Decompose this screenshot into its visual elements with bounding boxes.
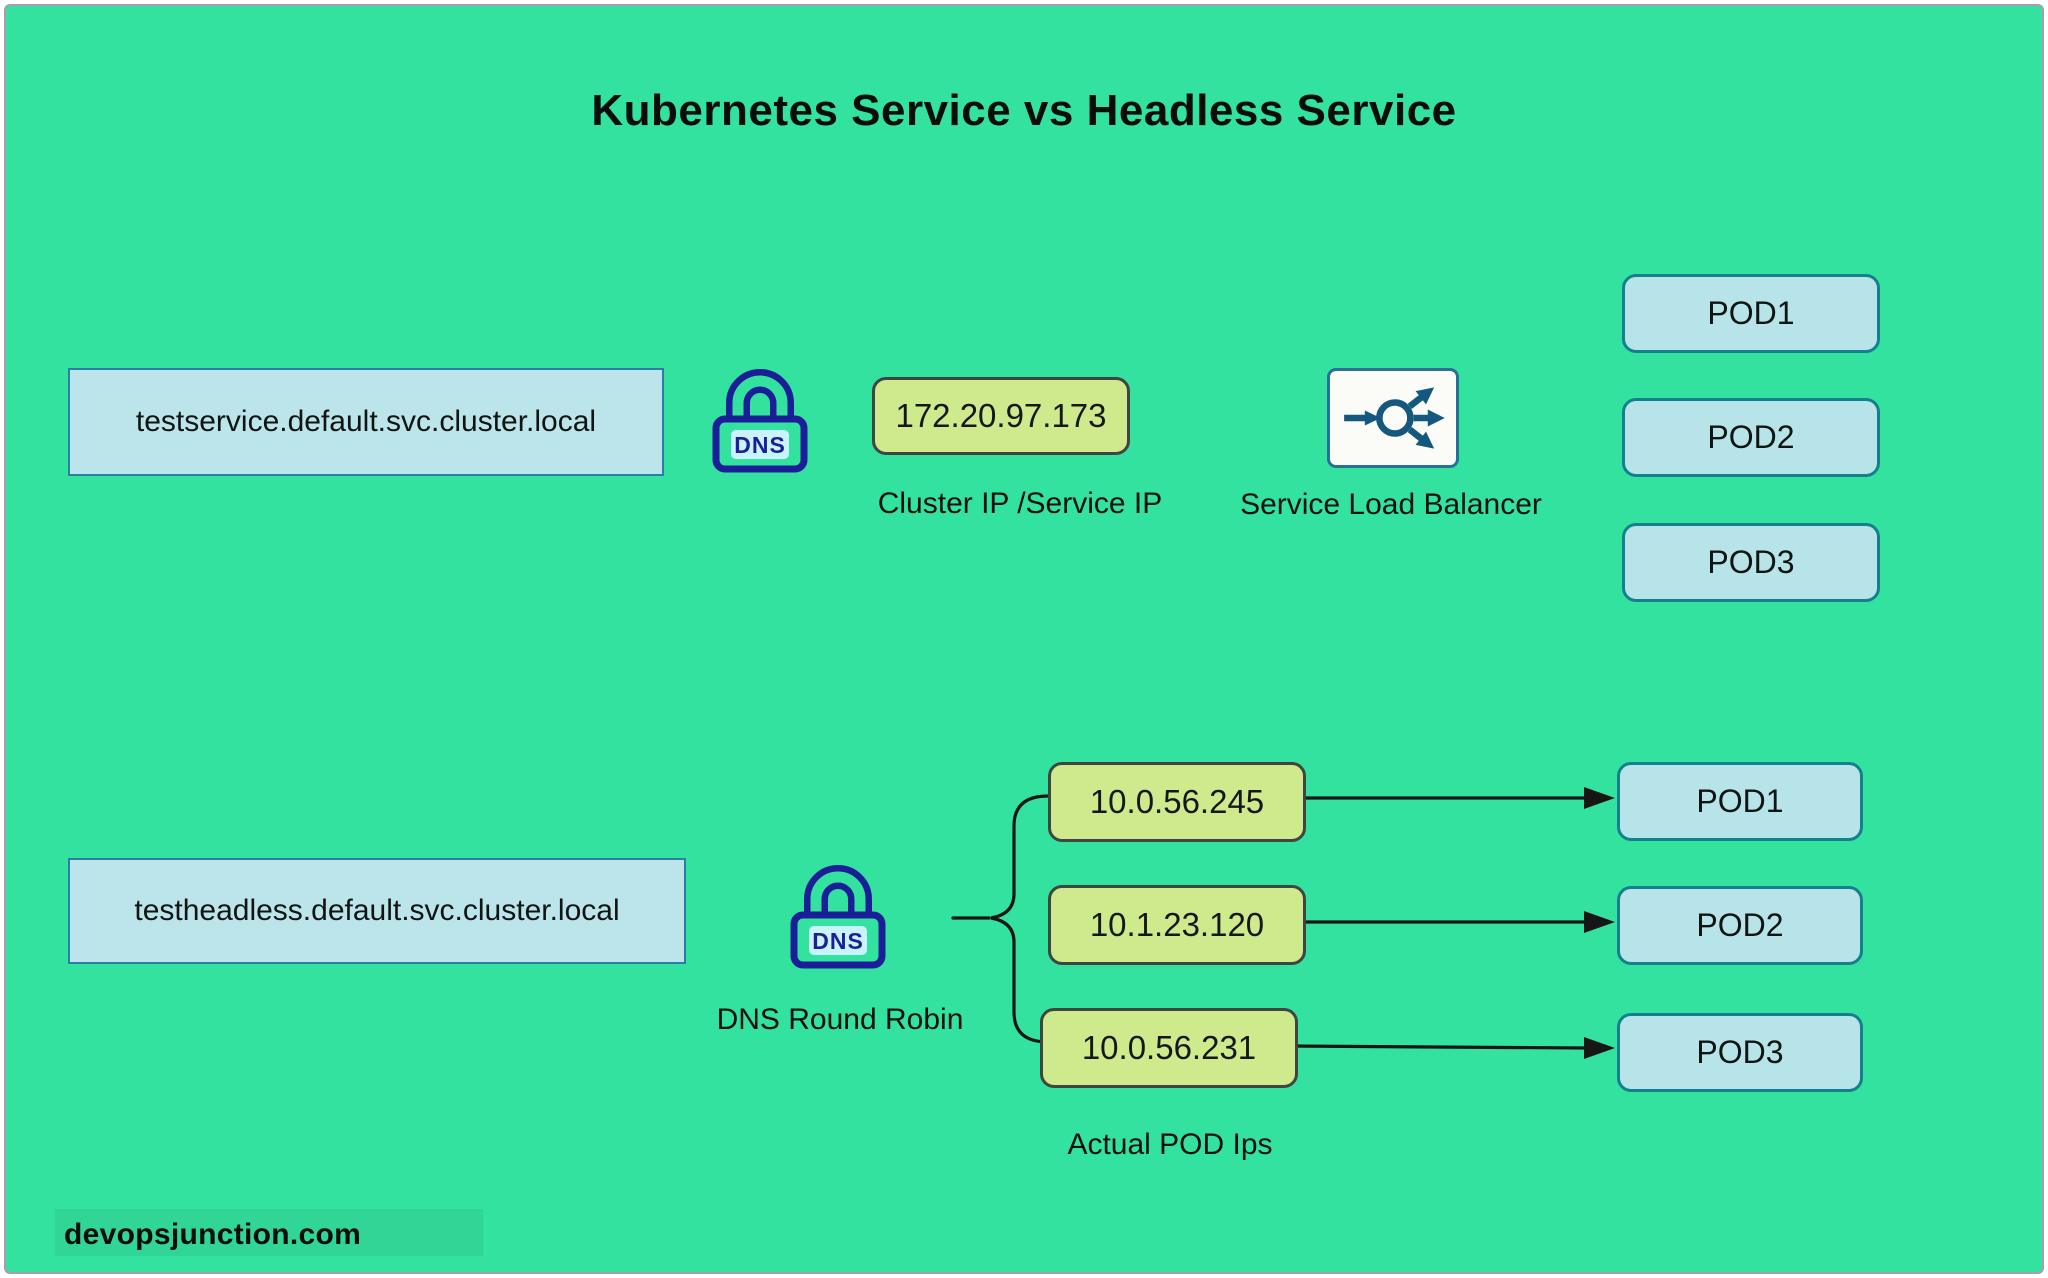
headless-dns-name-box: testheadless.default.svc.cluster.local	[68, 858, 686, 964]
pod-ip3-box: 10.0.56.231	[1040, 1008, 1298, 1088]
service-dns-name: testservice.default.svc.cluster.local	[135, 405, 597, 438]
headless-pod2-box: POD2	[1617, 886, 1863, 965]
pod-label: POD3	[1707, 544, 1795, 580]
service-dns-name-box: testservice.default.svc.cluster.local	[68, 368, 664, 476]
pod-ip1-box: 10.0.56.245	[1048, 762, 1306, 842]
pod-ip-value: 10.1.23.120	[1089, 906, 1265, 943]
dns-lock-label: DNS	[812, 928, 864, 954]
pod-ip-value: 10.0.56.245	[1089, 783, 1265, 820]
pod-label: POD3	[1696, 1034, 1784, 1070]
pod-label: POD2	[1707, 419, 1795, 455]
dns-round-robin-label: DNS Round Robin	[716, 1003, 964, 1036]
pod-label: POD2	[1696, 907, 1784, 943]
cluster-ip-box: 172.20.97.173	[872, 377, 1130, 455]
headless-pod1-box: POD1	[1617, 762, 1863, 841]
dns-lock-icon: DNS	[712, 369, 808, 473]
service-pod1-box: POD1	[1622, 274, 1880, 353]
dns-lock-label: DNS	[734, 432, 786, 458]
cluster-ip-value: 172.20.97.173	[895, 397, 1107, 434]
cluster-ip-label: Cluster IP /Service IP	[877, 487, 1163, 520]
headless-pod3-box: POD3	[1617, 1013, 1863, 1092]
pod-label: POD1	[1696, 783, 1784, 819]
dns-lock-icon: DNS	[790, 865, 886, 969]
load-balancer-glyph	[1344, 371, 1456, 465]
load-balancer-icon	[1327, 368, 1459, 468]
pod-label: POD1	[1707, 295, 1795, 331]
load-balancer-label: Service Load Balancer	[1240, 488, 1542, 521]
actual-pod-ips-label: Actual POD Ips	[1067, 1128, 1273, 1161]
pod-ip-value: 10.0.56.231	[1081, 1029, 1257, 1066]
footer-band	[55, 1209, 483, 1256]
site-credit: devopsjunction.com	[64, 1218, 362, 1251]
pod-ip2-box: 10.1.23.120	[1048, 885, 1306, 965]
service-pod2-box: POD2	[1622, 398, 1880, 477]
headless-dns-name: testheadless.default.svc.cluster.local	[134, 894, 620, 927]
page-title: Kubernetes Service vs Headless Service	[591, 86, 1457, 135]
service-pod3-box: POD3	[1622, 523, 1880, 602]
